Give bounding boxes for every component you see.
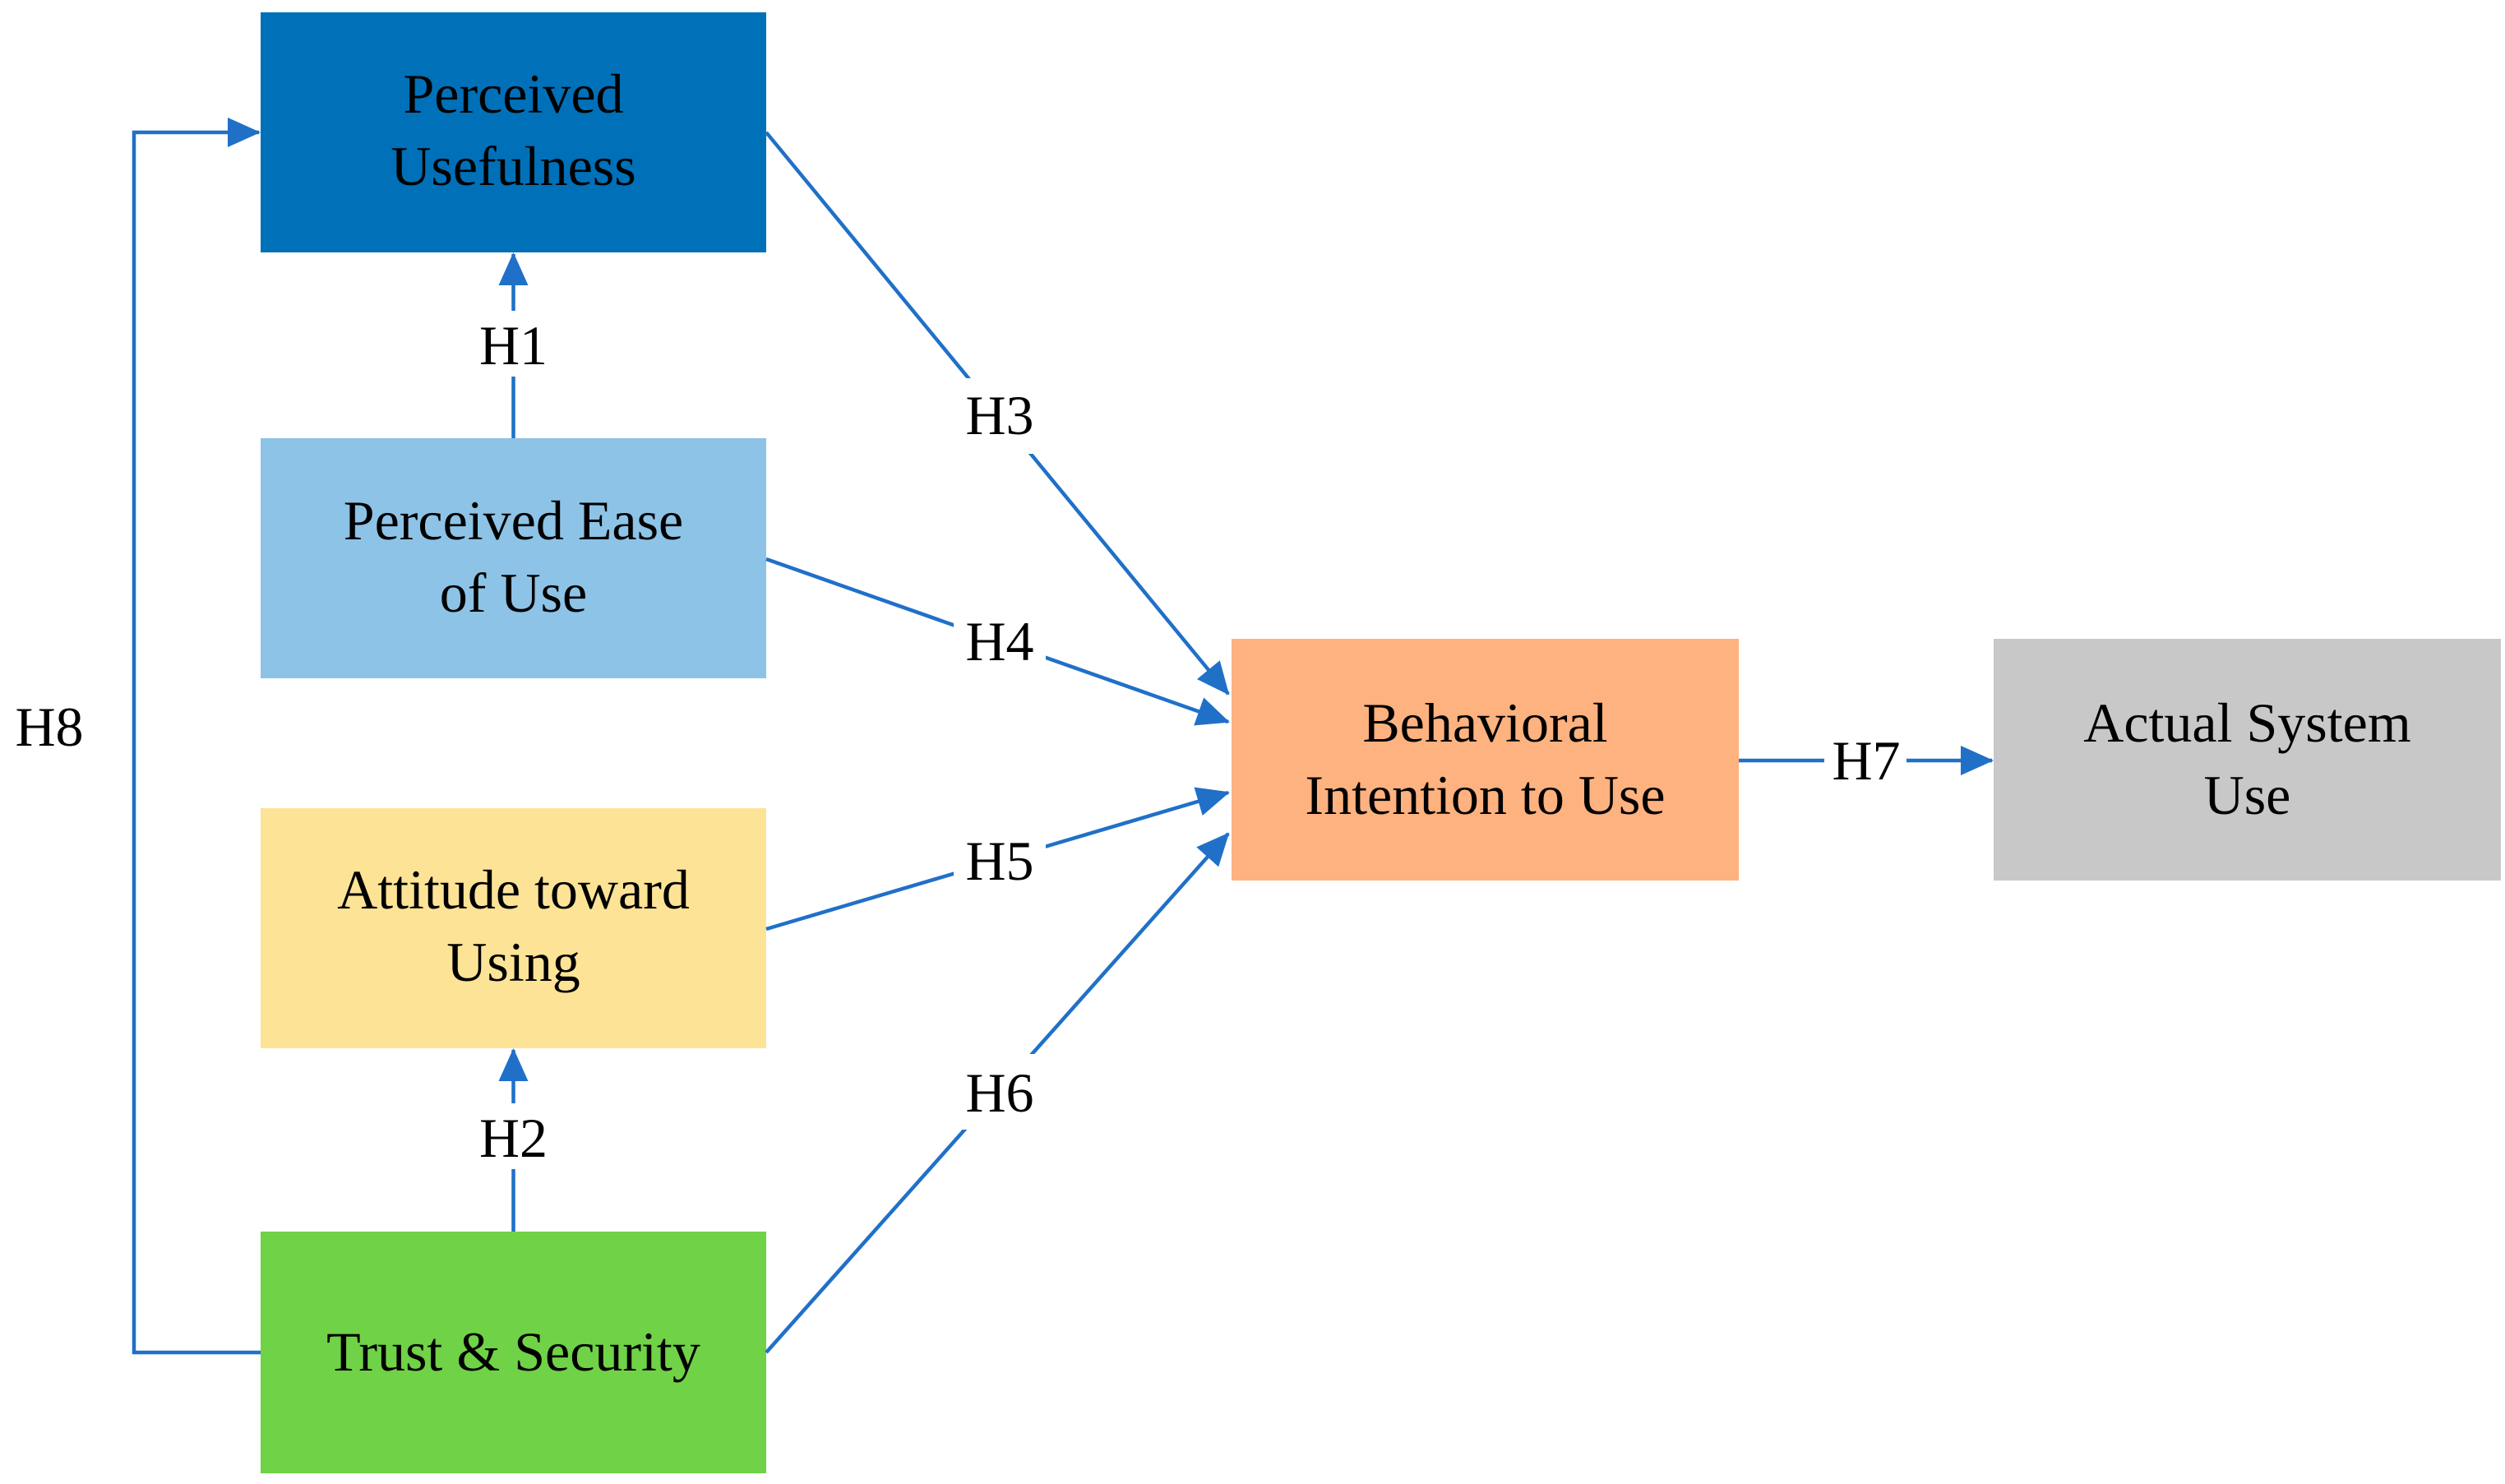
- behavioral-intention-box: [1232, 639, 1739, 881]
- perceived-ease-of-use-box: [261, 438, 766, 678]
- actual-system-use-box: [1994, 639, 2501, 881]
- h8-label: H8: [15, 696, 83, 758]
- h5-label-bg: [954, 832, 1046, 890]
- h7-label: H7: [1832, 729, 1900, 792]
- behavioral-intention-label-line2: Intention to Use: [1305, 764, 1665, 826]
- link-h6: H6: [765, 832, 1230, 1354]
- h3-label: H3: [965, 384, 1033, 446]
- actual-system-use-label-line1: Actual System: [2083, 691, 2411, 754]
- actual-system-use-label-line2: Use: [2204, 764, 2291, 826]
- attitude-toward-using-label-line1: Attitude toward: [337, 858, 690, 921]
- link-h2: H2: [470, 1048, 557, 1232]
- trust-security-label: Trust & Security: [326, 1320, 700, 1383]
- h5-label: H5: [965, 830, 1033, 892]
- perceived-ease-of-use-label-line1: Perceived Ease: [344, 489, 683, 552]
- node-trust-security: Trust & Security: [261, 1232, 766, 1473]
- link-h8: H8: [15, 118, 261, 1355]
- h6-label: H6: [965, 1061, 1033, 1124]
- h2-label-bg: [470, 1103, 557, 1169]
- node-attitude-toward-using: Attitude toward Using: [261, 808, 766, 1048]
- h8-arrow: [132, 118, 261, 1355]
- perceived-usefulness-label-line1: Perceived: [403, 62, 623, 125]
- h7-label-bg: [1824, 730, 1906, 789]
- perceived-usefulness-label-line2: Usefulness: [391, 135, 635, 197]
- attitude-toward-using-box: [261, 808, 766, 1048]
- link-h3: H3: [765, 131, 1230, 696]
- link-h5: H5: [765, 787, 1230, 932]
- h2-label: H2: [479, 1107, 548, 1169]
- h1-label-bg: [470, 311, 557, 377]
- node-behavioral-intention: Behavioral Intention to Use: [1232, 639, 1739, 881]
- node-actual-system-use: Actual System Use: [1994, 639, 2501, 881]
- h1-label: H1: [479, 314, 548, 377]
- behavioral-intention-label-line1: Behavioral: [1362, 691, 1607, 754]
- trust-security-box: [261, 1232, 766, 1473]
- node-perceived-usefulness: Perceived Usefulness: [261, 12, 766, 252]
- perceived-usefulness-box: [261, 12, 766, 252]
- node-perceived-ease-of-use: Perceived Ease of Use: [261, 438, 766, 678]
- perceived-ease-of-use-label-line2: of Use: [440, 562, 587, 624]
- attitude-toward-using-label-line2: Using: [446, 931, 580, 993]
- h4-label-bg: [954, 613, 1046, 670]
- h6-label-bg: [954, 1054, 1046, 1130]
- link-h7: H7: [1739, 729, 1994, 792]
- h4-label: H4: [965, 610, 1033, 673]
- h3-label-bg: [954, 378, 1046, 454]
- link-h4: H4: [765, 557, 1230, 726]
- link-h1: H1: [470, 252, 557, 438]
